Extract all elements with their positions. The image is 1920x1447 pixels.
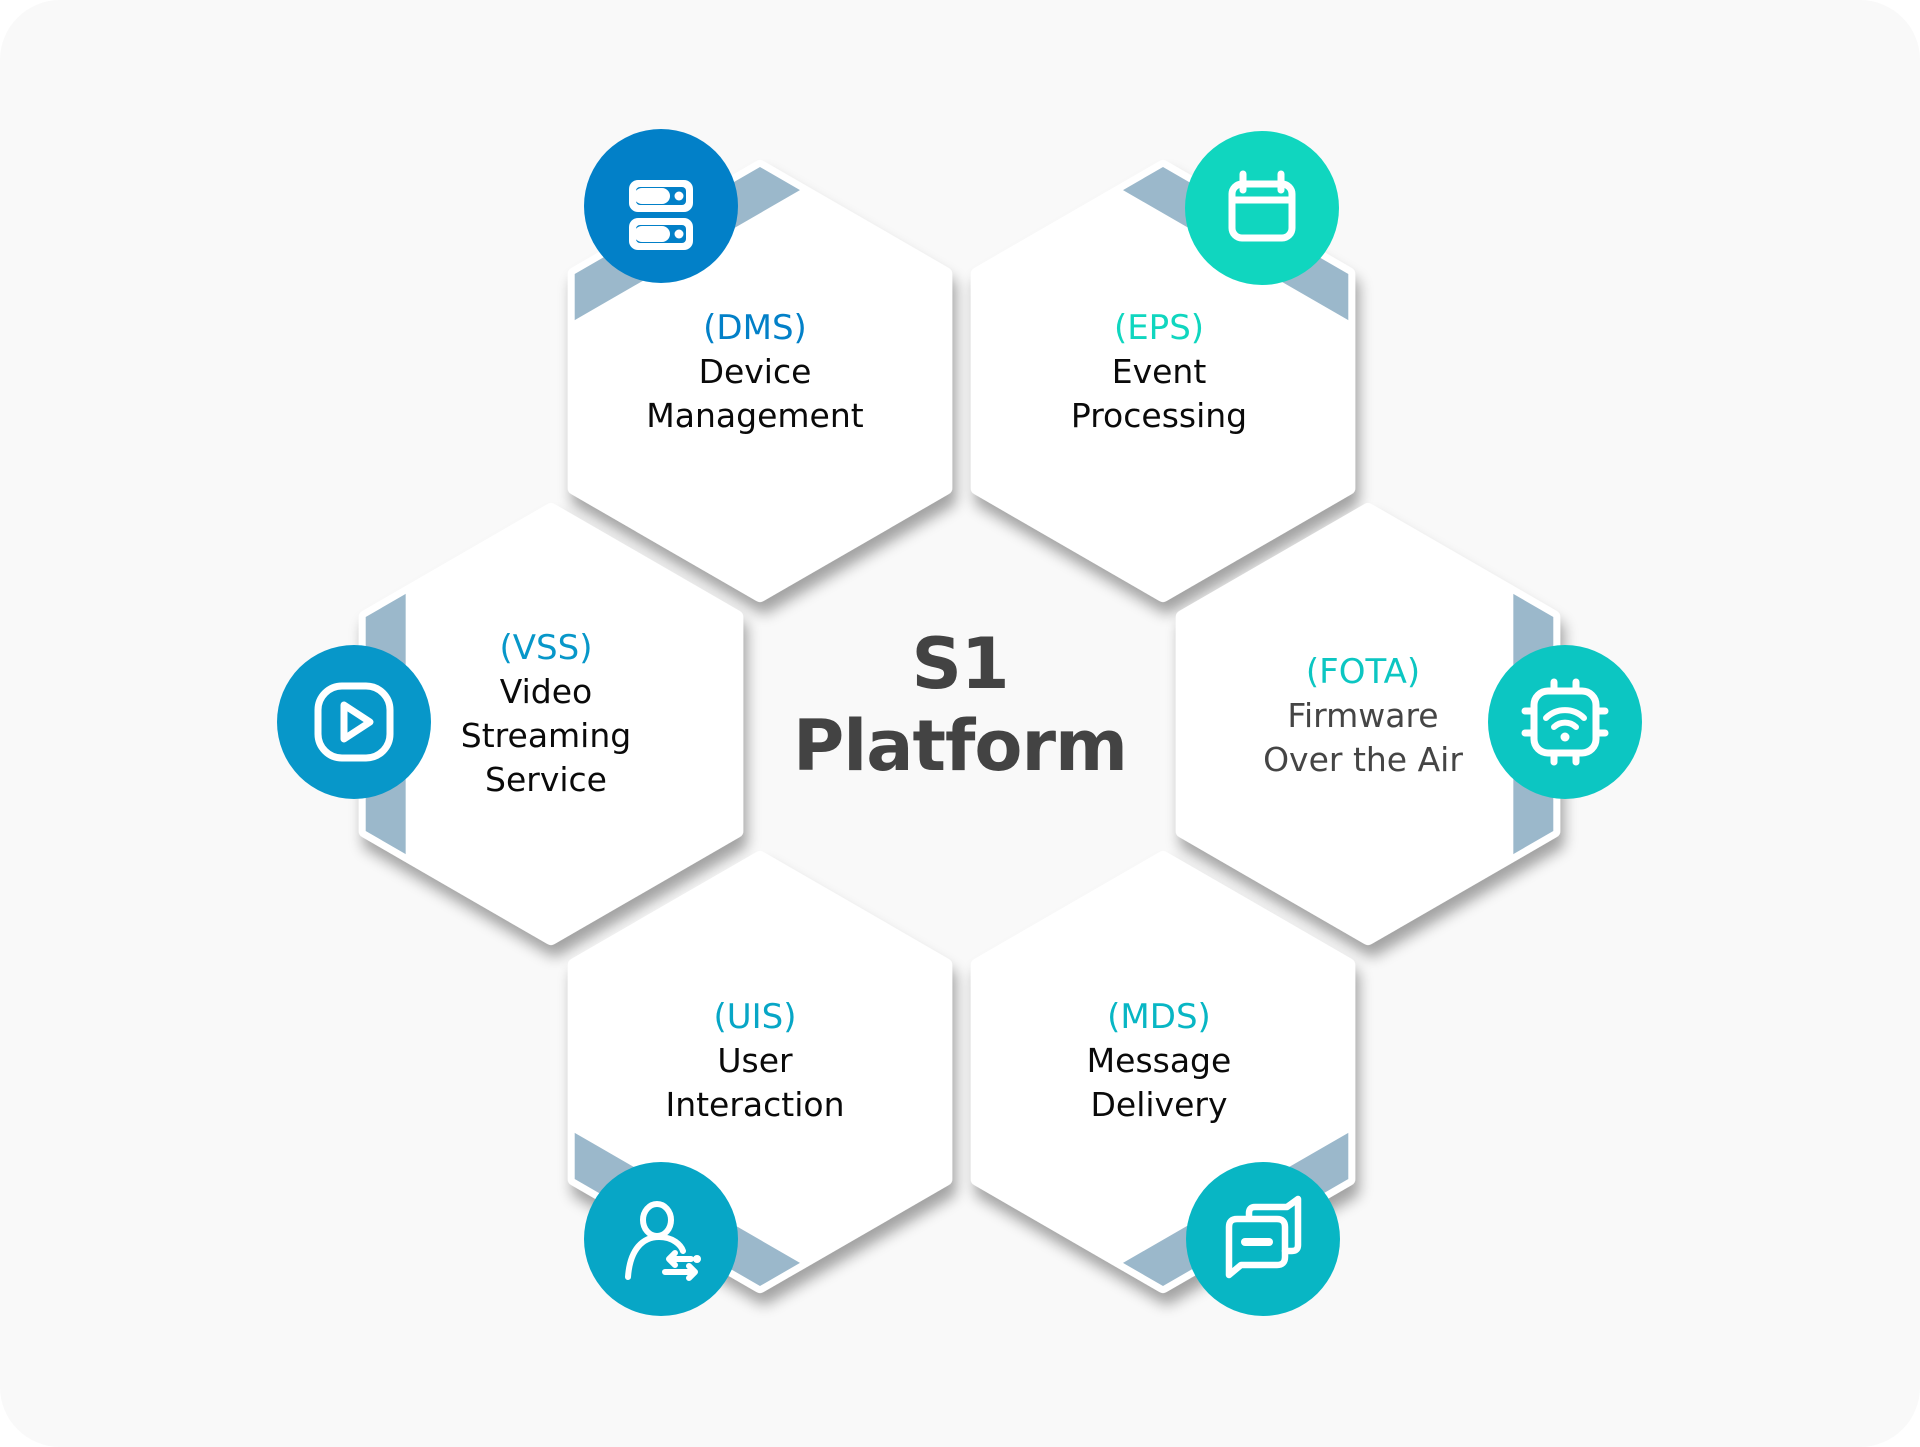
- play-icon-glyph: [314, 682, 394, 762]
- hexagon-vss: [358, 503, 744, 945]
- service-name-line: Firmware: [1287, 696, 1439, 735]
- service-name-line: Management: [646, 396, 864, 435]
- service-name-line: Interaction: [665, 1085, 845, 1124]
- service-fota-label: (FOTA) Firmware Over the Air: [1198, 650, 1528, 782]
- service-name-line: Message: [1086, 1041, 1232, 1080]
- calendar-icon-glyph: [1228, 170, 1296, 242]
- service-name-line: Streaming: [460, 716, 632, 755]
- server-icon: [584, 129, 738, 283]
- server-icon-glyph: [629, 180, 693, 250]
- service-abbr: (FOTA): [1305, 652, 1421, 692]
- service-name-line: Delivery: [1090, 1085, 1228, 1124]
- calendar-icon: [1185, 131, 1339, 285]
- service-name-line: Device: [698, 352, 812, 391]
- service-abbr: (VSS): [499, 628, 593, 668]
- chat-bubbles-icon: [1186, 1162, 1340, 1316]
- service-name-line: Video: [499, 672, 593, 711]
- user-exchange-icon: [584, 1162, 738, 1316]
- user-exchange-icon-glyph: [625, 1201, 701, 1281]
- service-uis-label: (UIS) User Interaction: [590, 995, 920, 1127]
- icon-circle: [277, 645, 431, 799]
- chip-wifi-icon-glyph: [1521, 678, 1609, 766]
- chip-wifi-icon: [1488, 645, 1642, 799]
- service-mds-label: (MDS) Message Delivery: [994, 995, 1324, 1127]
- service-abbr: (MDS): [1107, 997, 1211, 1037]
- service-name-line: Processing: [1070, 396, 1248, 435]
- service-abbr: (DMS): [703, 308, 807, 348]
- platform-title-line2: Platform: [792, 705, 1128, 787]
- service-name-line: Service: [485, 760, 607, 799]
- play-icon: [277, 645, 431, 799]
- service-vss-label: (VSS) Video Streaming Service: [381, 626, 711, 802]
- service-dms-label: (DMS) Device Management: [590, 306, 920, 438]
- service-eps-label: (EPS) Event Processing: [994, 306, 1324, 438]
- service-name-line: User: [717, 1041, 793, 1080]
- service-name-line: Event: [1111, 352, 1207, 391]
- service-abbr: (EPS): [1113, 308, 1205, 348]
- chat-bubbles-icon-glyph: [1225, 1195, 1302, 1279]
- platform-title-line1: S1: [911, 623, 1009, 705]
- service-abbr: (UIS): [713, 997, 797, 1037]
- icon-circle: [1185, 131, 1339, 285]
- service-name-line: Over the Air: [1263, 740, 1463, 779]
